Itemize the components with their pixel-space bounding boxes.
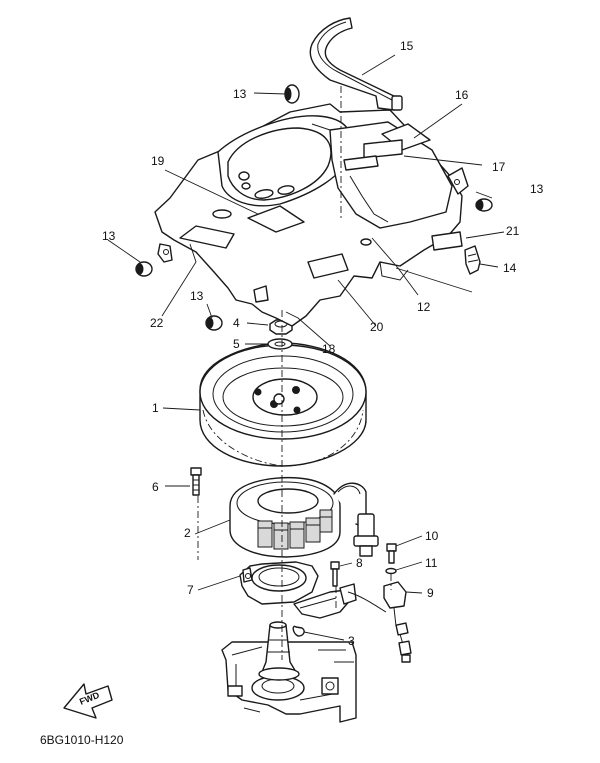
- flywheel: [199, 342, 367, 467]
- callout-22: 22: [150, 316, 164, 330]
- callout-10: 10: [425, 529, 439, 543]
- grommet-13-left: [135, 261, 153, 277]
- woodruff-key: [292, 625, 305, 637]
- hose: [309, 17, 403, 111]
- callout-14: 14: [503, 261, 517, 275]
- crankshaft-taper: [258, 621, 300, 681]
- callout-6: 6: [152, 480, 159, 494]
- bolt-10: [386, 543, 397, 564]
- callout-19: 19: [151, 154, 165, 168]
- callout-7: 7: [187, 583, 194, 597]
- callout-15: 15: [400, 39, 414, 53]
- callout-5: 5: [233, 337, 240, 351]
- flywheel-washer: [267, 338, 293, 350]
- flywheel-cover: [154, 103, 469, 327]
- washer-11: [385, 567, 397, 575]
- callout-16: 16: [455, 88, 469, 102]
- leader-lines: [107, 54, 505, 660]
- bolt-6: [190, 467, 202, 496]
- callout-numbers: 15 13 16 19 17 13 13 21 14 12 13 22 4 5 …: [102, 39, 544, 648]
- callout-21: 21: [506, 224, 520, 238]
- callout-3: 3: [348, 634, 355, 648]
- callout-13: 13: [233, 87, 247, 101]
- pulser-coil: [293, 581, 412, 663]
- drawing-code: 6BG1010-H120: [40, 733, 124, 747]
- callout-13: 13: [530, 182, 544, 196]
- callout-8: 8: [356, 556, 363, 570]
- engine-block: [221, 641, 357, 723]
- callout-20: 20: [370, 320, 384, 334]
- callout-13: 13: [102, 229, 116, 243]
- callout-17: 17: [492, 160, 506, 174]
- callout-2: 2: [184, 526, 191, 540]
- clip-14: [464, 245, 481, 275]
- grommet-13-bottom: [205, 315, 223, 331]
- grommet-13-right: [475, 198, 493, 212]
- callout-12: 12: [417, 300, 431, 314]
- callout-9: 9: [427, 586, 434, 600]
- stator-assembly: [229, 476, 379, 558]
- callout-1: 1: [152, 401, 159, 415]
- stator-base: [239, 561, 319, 605]
- bolt-8: [330, 561, 340, 587]
- stator-windings: [257, 509, 333, 550]
- callout-11: 11: [425, 556, 438, 570]
- fwd-arrow-icon: FWD: [63, 683, 113, 719]
- grommet-13-top: [284, 84, 300, 104]
- callout-18: 18: [322, 342, 336, 356]
- callout-13: 13: [190, 289, 204, 303]
- callout-4: 4: [233, 316, 240, 330]
